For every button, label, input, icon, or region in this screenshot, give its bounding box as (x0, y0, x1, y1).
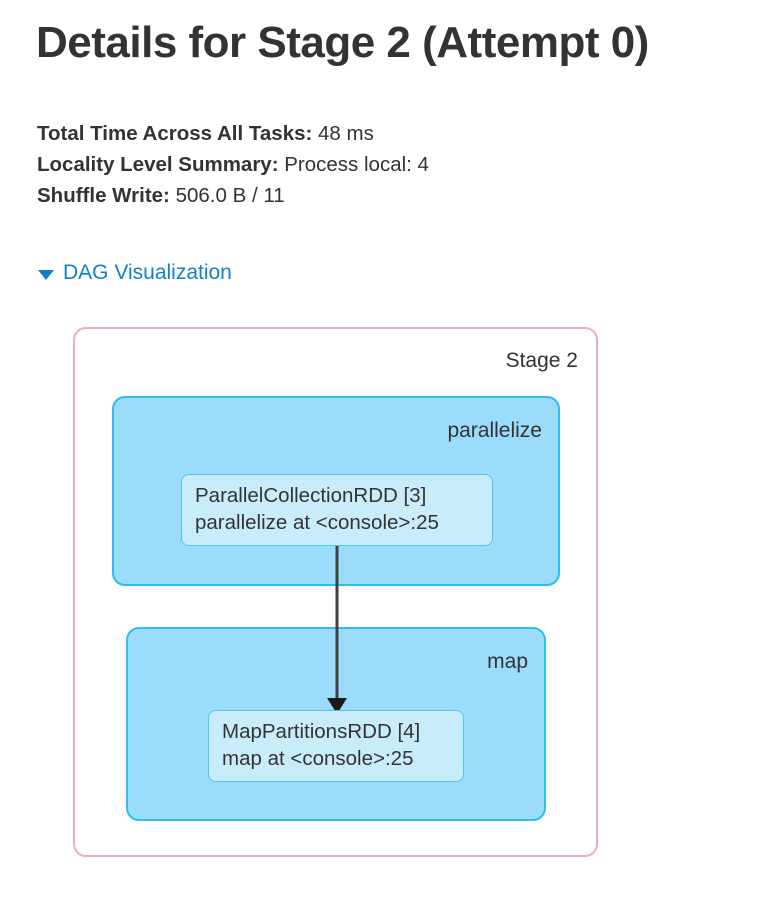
dag-visualization-toggle[interactable]: DAG Visualization (38, 261, 232, 285)
page-title: Details for Stage 2 (Attempt 0) (36, 18, 649, 67)
dag-rdd-node-line1: MapPartitionsRDD [4] (222, 720, 421, 743)
summary-label: Shuffle Write: (37, 184, 170, 207)
summary-row-total-time: Total Time Across All Tasks: 48 ms (37, 118, 737, 149)
summary-value: Process local: 4 (284, 153, 429, 176)
dag-op-cluster-label: map (487, 650, 528, 673)
summary-label: Total Time Across All Tasks: (37, 122, 313, 145)
dag-visualization-label: DAG Visualization (63, 261, 232, 284)
summary-value: 48 ms (318, 122, 374, 145)
dag-stage-cluster-label: Stage 2 (505, 349, 578, 372)
dag-rdd-node-line2: parallelize at <console>:25 (195, 511, 439, 534)
summary-row-shuffle-write: Shuffle Write: 506.0 B / 11 (37, 180, 737, 211)
dag-rdd-node-line1: ParallelCollectionRDD [3] (195, 484, 427, 507)
dag-rdd-node-line2: map at <console>:25 (222, 747, 414, 770)
dag-op-cluster-label: parallelize (447, 419, 542, 442)
summary-row-locality-level: Locality Level Summary: Process local: 4 (37, 149, 737, 180)
dag-visualization-canvas: Stage 2 parallelize map ParallelCollecti… (73, 327, 598, 857)
stage-summary-list: Total Time Across All Tasks: 48 ms Local… (37, 118, 737, 211)
dag-rdd-node-mappartitionsrdd[interactable]: MapPartitionsRDD [4] map at <console>:25 (208, 710, 464, 782)
caret-down-icon (38, 269, 54, 280)
dag-rdd-node-parallelcollectionrdd[interactable]: ParallelCollectionRDD [3] parallelize at… (181, 474, 493, 546)
summary-value: 506.0 B / 11 (175, 184, 285, 207)
summary-label: Locality Level Summary: (37, 153, 279, 176)
